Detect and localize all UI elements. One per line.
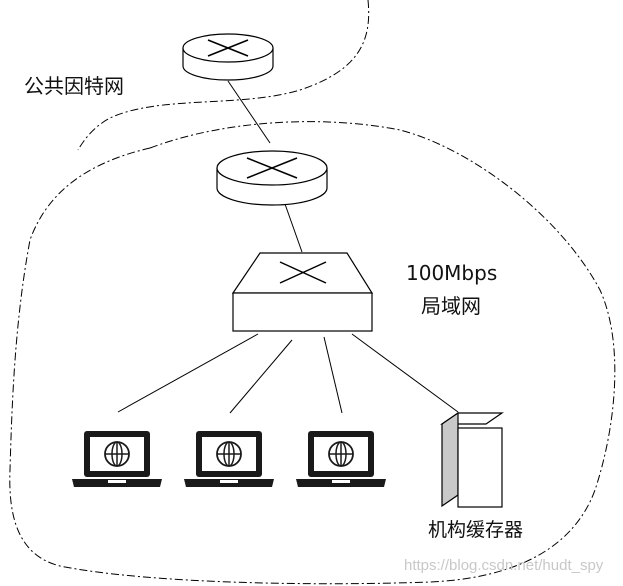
lan-speed-label: 100Mbps: [406, 261, 498, 285]
link-switch-to-laptop-1: [117, 333, 259, 413]
laptop-icon: [184, 431, 274, 487]
institutional-cache-label: 机构缓存器: [428, 519, 524, 541]
link-router-mid-to-switch: [284, 203, 303, 253]
internet-boundary: [77, 0, 370, 151]
laptop-icon: [72, 431, 162, 487]
lan-name-label: 局域网: [421, 294, 481, 318]
link-switch-to-laptop-2: [229, 339, 293, 414]
public-internet-label: 公共因特网: [24, 74, 124, 98]
links: [117, 80, 459, 414]
server-icon: [440, 411, 504, 508]
router-mid-icon: [216, 150, 328, 206]
link-switch-to-laptop-3: [323, 336, 343, 414]
watermark: https://blog.csdn.net/hudt_spy: [404, 557, 604, 574]
laptop-icon: [296, 431, 386, 487]
router-top-icon: [182, 33, 274, 81]
link-router-top-to-router-mid: [227, 80, 271, 144]
switch-icon: [231, 252, 374, 332]
link-switch-to-cache: [351, 333, 459, 413]
